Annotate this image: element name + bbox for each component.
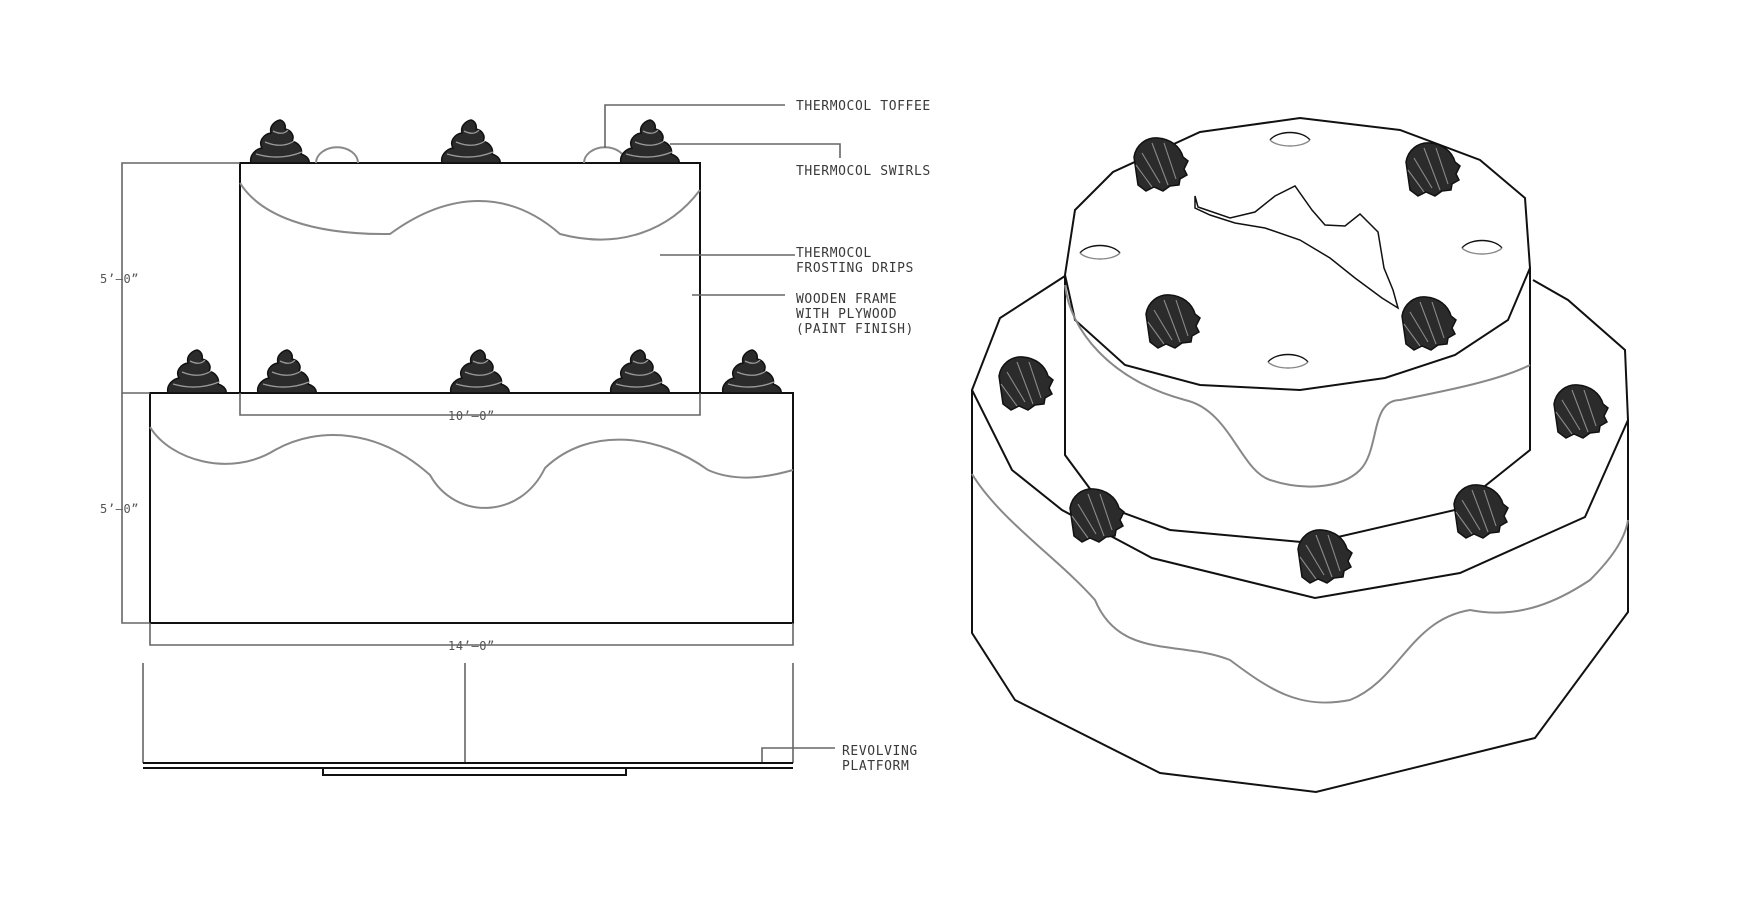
dimension-line-top-width — [239, 393, 701, 416]
label-thermocol-toffee: THERMOCOL TOFFEE — [796, 99, 931, 114]
frosting-swirl-icon — [1069, 488, 1125, 543]
frosting-swirl-icon — [619, 119, 680, 164]
toffee-dome-icon — [1079, 244, 1121, 260]
toffee-dome-icon — [1267, 353, 1309, 369]
dimension-line-top-height — [121, 162, 240, 394]
frosting-swirl-icon — [609, 349, 670, 394]
frosting-swirl-icon — [1133, 137, 1189, 192]
bottom-tier-frosting-drip — [971, 473, 1629, 704]
label-frame-line2: WITH PLYWOOD — [796, 307, 897, 322]
frosting-swirl-icon — [1453, 484, 1509, 539]
bottom-tier-frosting-drip — [149, 426, 794, 509]
top-tier-width-dim: 10’–0” — [448, 409, 495, 423]
bottom-tier-frame — [149, 392, 794, 624]
bottom-tier-height-dim: 5’–0” — [100, 502, 139, 516]
cut-slice-outline — [1194, 185, 1400, 310]
label-frame-line1: WOODEN FRAME — [796, 292, 897, 307]
frosting-swirl-icon — [721, 349, 782, 394]
frosting-swirl-icon — [440, 119, 501, 164]
revolving-platform — [142, 663, 794, 776]
label-frame-line3: (PAINT FINISH) — [796, 322, 914, 337]
label-drips-line1: THERMOCOL — [796, 246, 872, 261]
label-platform-line1: REVOLVING — [842, 744, 918, 759]
frosting-swirl-icon — [1405, 142, 1461, 197]
dimension-line-bottom-height — [121, 393, 150, 624]
toffee-dome-icon — [315, 146, 359, 164]
frosting-swirl-icon — [166, 349, 227, 394]
bottom-tier-top-edge — [970, 275, 1630, 600]
frosting-swirl-icon — [249, 119, 310, 164]
leader-platform — [761, 747, 835, 762]
label-platform-line2: PLATFORM — [842, 759, 909, 774]
toffee-dome-icon — [583, 146, 627, 164]
label-drips-line2: FROSTING DRIPS — [796, 261, 914, 276]
frosting-swirl-icon — [449, 349, 510, 394]
top-tier-height-dim: 5’–0” — [100, 272, 139, 286]
frosting-swirl-icon — [1297, 529, 1353, 584]
frosting-swirl-icon — [1401, 296, 1457, 351]
top-tier-wall — [1064, 268, 1531, 545]
top-tier-frosting-drip — [1064, 284, 1531, 488]
leader-swirls — [670, 143, 841, 158]
bottom-tier-width-dim: 14’–0” — [448, 639, 495, 653]
frosting-swirl-icon — [1553, 384, 1609, 439]
elevation-view: 5’–0” 5’–0” 10’–0” 14’–0” THERMOCOL TOFF… — [100, 99, 931, 776]
toffee-dome-icon — [1461, 239, 1503, 255]
dimension-line-bottom-width — [149, 623, 794, 646]
top-tier-frosting-drip — [239, 182, 701, 241]
toffee-dome-icon — [1269, 131, 1311, 147]
bottom-tier-wall — [971, 390, 1629, 794]
frosting-swirl-icon — [1145, 294, 1201, 349]
frosting-swirl-icon — [256, 349, 317, 394]
perspective-view — [970, 116, 1630, 794]
label-thermocol-swirls: THERMOCOL SWIRLS — [796, 164, 931, 179]
frosting-swirl-icon — [998, 356, 1054, 411]
leader-toffee — [604, 104, 785, 148]
